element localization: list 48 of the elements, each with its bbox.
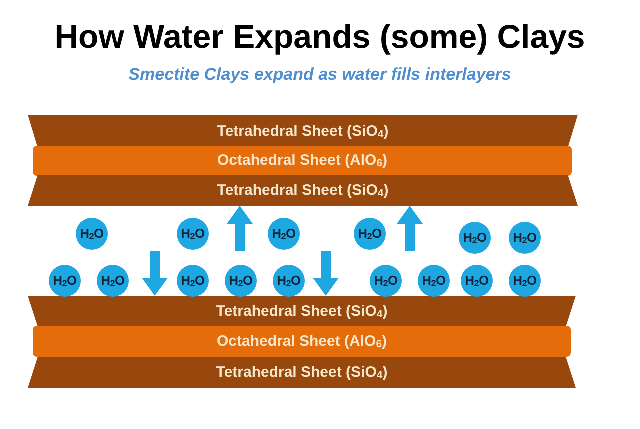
water-molecule <box>509 265 541 297</box>
molecule-label: H$_{2}$O <box>181 226 205 242</box>
tetrahedral-sheet <box>28 296 576 327</box>
water-molecule <box>268 218 300 250</box>
water-molecule <box>461 265 493 297</box>
diagram-title: How Water Expands (some) Clays <box>54 18 586 56</box>
water-molecule <box>418 265 450 297</box>
molecule-label: H$_{2}$O <box>358 226 382 242</box>
molecule-label: H$_{2}$O <box>101 273 125 289</box>
molecule-label: H$_{2}$O <box>374 273 398 289</box>
sheet-label: Octahedral Sheet (AlO$_{6}$) <box>217 152 388 170</box>
sheet-label: Tetrahedral Sheet (SiO$_{4}$) <box>217 182 389 200</box>
molecule-label: H$_{2}$O <box>277 273 301 289</box>
block-arrow <box>313 251 339 296</box>
sheet-label: Tetrahedral Sheet (SiO$_{4}$) <box>216 302 388 320</box>
sheet-label: Tetrahedral Sheet (SiO$_{4}$) <box>217 122 389 140</box>
water-molecule <box>225 265 257 297</box>
tetrahedral-sheet <box>28 115 578 148</box>
molecule-label: H$_{2}$O <box>513 230 537 246</box>
molecule-label: H$_{2}$O <box>80 226 104 242</box>
molecule-label: H$_{2}$O <box>229 273 253 289</box>
water-molecule <box>459 222 491 254</box>
water-molecule <box>76 218 108 250</box>
molecule-label: H$_{2}$O <box>465 273 489 289</box>
tetrahedral-sheet <box>28 175 578 206</box>
subtitle: Smectite Clays expand as water fills interlayers <box>128 65 512 85</box>
water-molecule <box>97 265 129 297</box>
molecule-label: H$_{2}$O <box>181 273 205 289</box>
water-molecule <box>509 222 541 254</box>
molecule-label: H$_{2}$O <box>272 226 296 242</box>
molecule-label: H$_{2}$O <box>53 273 77 289</box>
water-molecule <box>177 218 209 250</box>
water-molecule <box>49 265 81 297</box>
octahedral-sheet <box>33 326 571 357</box>
water-molecule <box>177 265 209 297</box>
water-molecule <box>273 265 305 297</box>
block-arrow <box>142 251 168 296</box>
sheet-label: Tetrahedral Sheet (SiO$_{4}$) <box>216 364 388 382</box>
molecule-label: H$_{2}$O <box>422 273 446 289</box>
water-molecule <box>370 265 402 297</box>
block-arrow <box>397 206 423 251</box>
molecule-label: H$_{2}$O <box>513 273 537 289</box>
tetrahedral-sheet <box>28 357 576 388</box>
sheet-label: Octahedral Sheet (AlO$_{6}$) <box>216 332 388 350</box>
molecule-label: H$_{2}$O <box>463 230 487 246</box>
octahedral-sheet <box>33 146 572 176</box>
water-molecule <box>354 218 386 250</box>
block-arrow <box>227 206 253 251</box>
